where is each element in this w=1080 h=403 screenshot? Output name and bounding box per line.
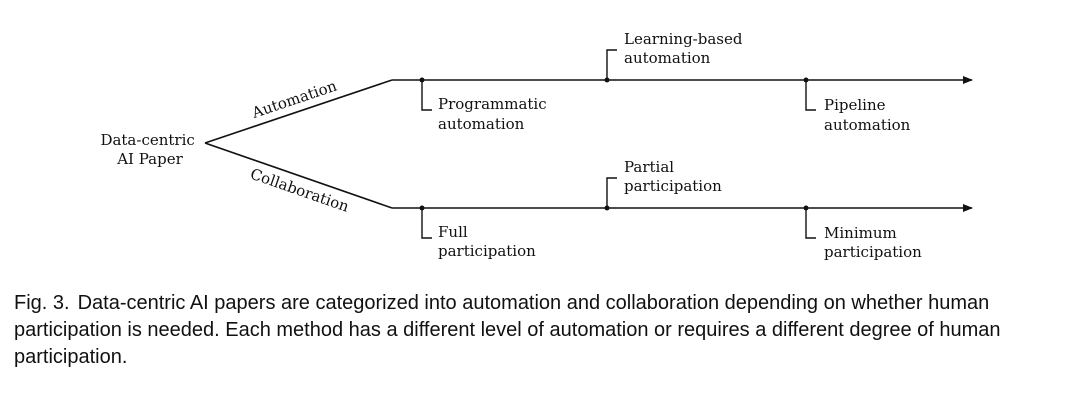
node-full-participation: Full participation bbox=[419, 205, 536, 260]
automation-branch-label: Automation bbox=[249, 77, 340, 123]
node-label-line: participation bbox=[438, 242, 536, 260]
node-label-line: Minimum bbox=[824, 224, 897, 242]
svg-text:Partial participation: Partial participation bbox=[624, 158, 722, 195]
node-label-line: Learning-based bbox=[624, 30, 743, 48]
collaboration-branch-label: Collaboration bbox=[248, 165, 352, 216]
root-label-line: AI Paper bbox=[116, 150, 183, 168]
node-programmatic-automation: Programmatic automation bbox=[419, 77, 551, 133]
node-learning-based-automation: Learning-based automation bbox=[604, 30, 747, 83]
taxonomy-diagram: Data-centric AI Paper Automation Collabo… bbox=[100, 30, 973, 261]
root-label: Data-centric AI Paper bbox=[100, 131, 199, 168]
svg-text:Pipeline automation: Pipeline automation bbox=[824, 96, 911, 134]
node-label-line: automation bbox=[824, 116, 911, 134]
collaboration-branch-line bbox=[204, 142, 393, 209]
node-label-line: automation bbox=[624, 49, 711, 67]
figure-caption: Fig. 3.Data-centric AI papers are catego… bbox=[14, 290, 1070, 371]
node-pipeline-automation: Pipeline automation bbox=[803, 77, 911, 134]
node-label-line: Programmatic bbox=[438, 95, 547, 113]
svg-text:Learning-based automatio: Learning-based automation bbox=[624, 30, 747, 67]
figure-caption-text: Data-centric AI papers are categorized i… bbox=[14, 292, 1001, 368]
automation-branch-line bbox=[204, 79, 393, 144]
node-label-line: participation bbox=[624, 177, 722, 195]
node-label-line: Partial bbox=[624, 158, 674, 176]
node-label-line: automation bbox=[438, 115, 525, 133]
node-label-line: Full bbox=[438, 223, 468, 241]
node-label-line: participation bbox=[824, 243, 922, 261]
svg-text:Minimum participation: Minimum participation bbox=[824, 224, 922, 261]
svg-text:Programmatic automation: Programmatic automation bbox=[438, 95, 551, 133]
node-partial-participation: Partial participation bbox=[604, 158, 722, 211]
node-label-line: Pipeline bbox=[824, 96, 886, 114]
figure-label: Fig. 3. bbox=[14, 292, 70, 314]
root-label-line: Data-centric bbox=[100, 131, 194, 149]
svg-text:Full participation: Full participation bbox=[438, 223, 536, 260]
node-minimum-participation: Minimum participation bbox=[803, 205, 922, 261]
